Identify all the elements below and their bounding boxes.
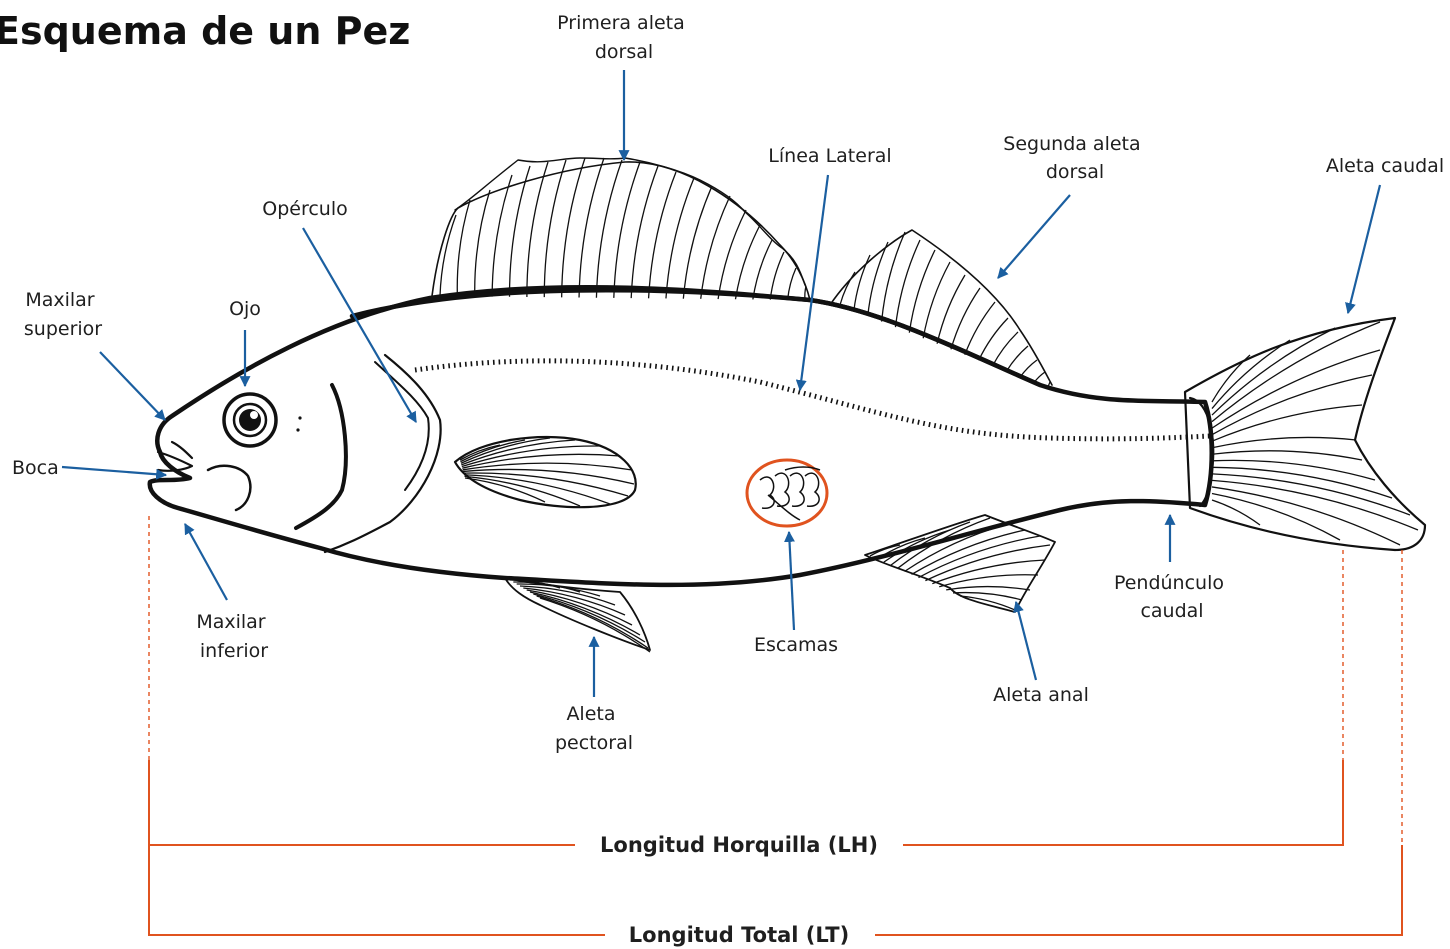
arrow-upper-jaw [100, 352, 165, 420]
label-eye: Ojo [229, 298, 261, 320]
label-upper-jaw: Maxilar superior [24, 289, 102, 340]
measure-horquilla-label: Longitud Horquilla (LH) [600, 833, 878, 857]
label-first-dorsal-fin: Primera aleta dorsal [557, 12, 691, 63]
label-operculum: Opérculo [262, 198, 348, 220]
label-second-dorsal-fin: Segunda aleta dorsal [1003, 133, 1146, 183]
arrow-caudal-fin [1348, 185, 1380, 313]
label-caudal-fin: Aleta caudal [1326, 155, 1444, 177]
label-caudal-peduncle: Pendúnculo caudal [1114, 572, 1230, 622]
label-pectoral-fin: Aleta pectoral [555, 703, 633, 754]
label-scales: Escamas [754, 634, 838, 656]
lateral-line [415, 361, 1210, 439]
first-dorsal-fin [432, 158, 810, 300]
caudal-fin [1185, 318, 1425, 550]
pectoral-fin [455, 437, 636, 507]
measure-total-label: Longitud Total (LT) [629, 923, 849, 947]
page-title: Esquema de un Pez [0, 9, 410, 53]
arrow-operculum [303, 228, 416, 422]
pelvic-fin [505, 578, 650, 652]
arrow-anal-fin [1016, 602, 1036, 680]
fish-illustration [150, 158, 1425, 652]
label-lower-jaw: Maxilar inferior [196, 611, 271, 662]
label-lateral-line: Línea Lateral [768, 145, 891, 167]
anal-fin [865, 515, 1055, 612]
arrow-scales [789, 532, 794, 630]
arrow-mouth [62, 467, 166, 475]
label-mouth: Boca [12, 457, 59, 479]
label-anal-fin: Aleta anal [993, 684, 1089, 706]
fish-eye [224, 394, 276, 446]
scales-sample [747, 460, 827, 526]
measure-horquilla: Longitud Horquilla (LH) [149, 516, 1343, 857]
arrow-lower-jaw [185, 524, 227, 600]
arrow-second-dorsal-fin [998, 195, 1070, 278]
measure-total: Longitud Total (LT) [149, 550, 1402, 947]
